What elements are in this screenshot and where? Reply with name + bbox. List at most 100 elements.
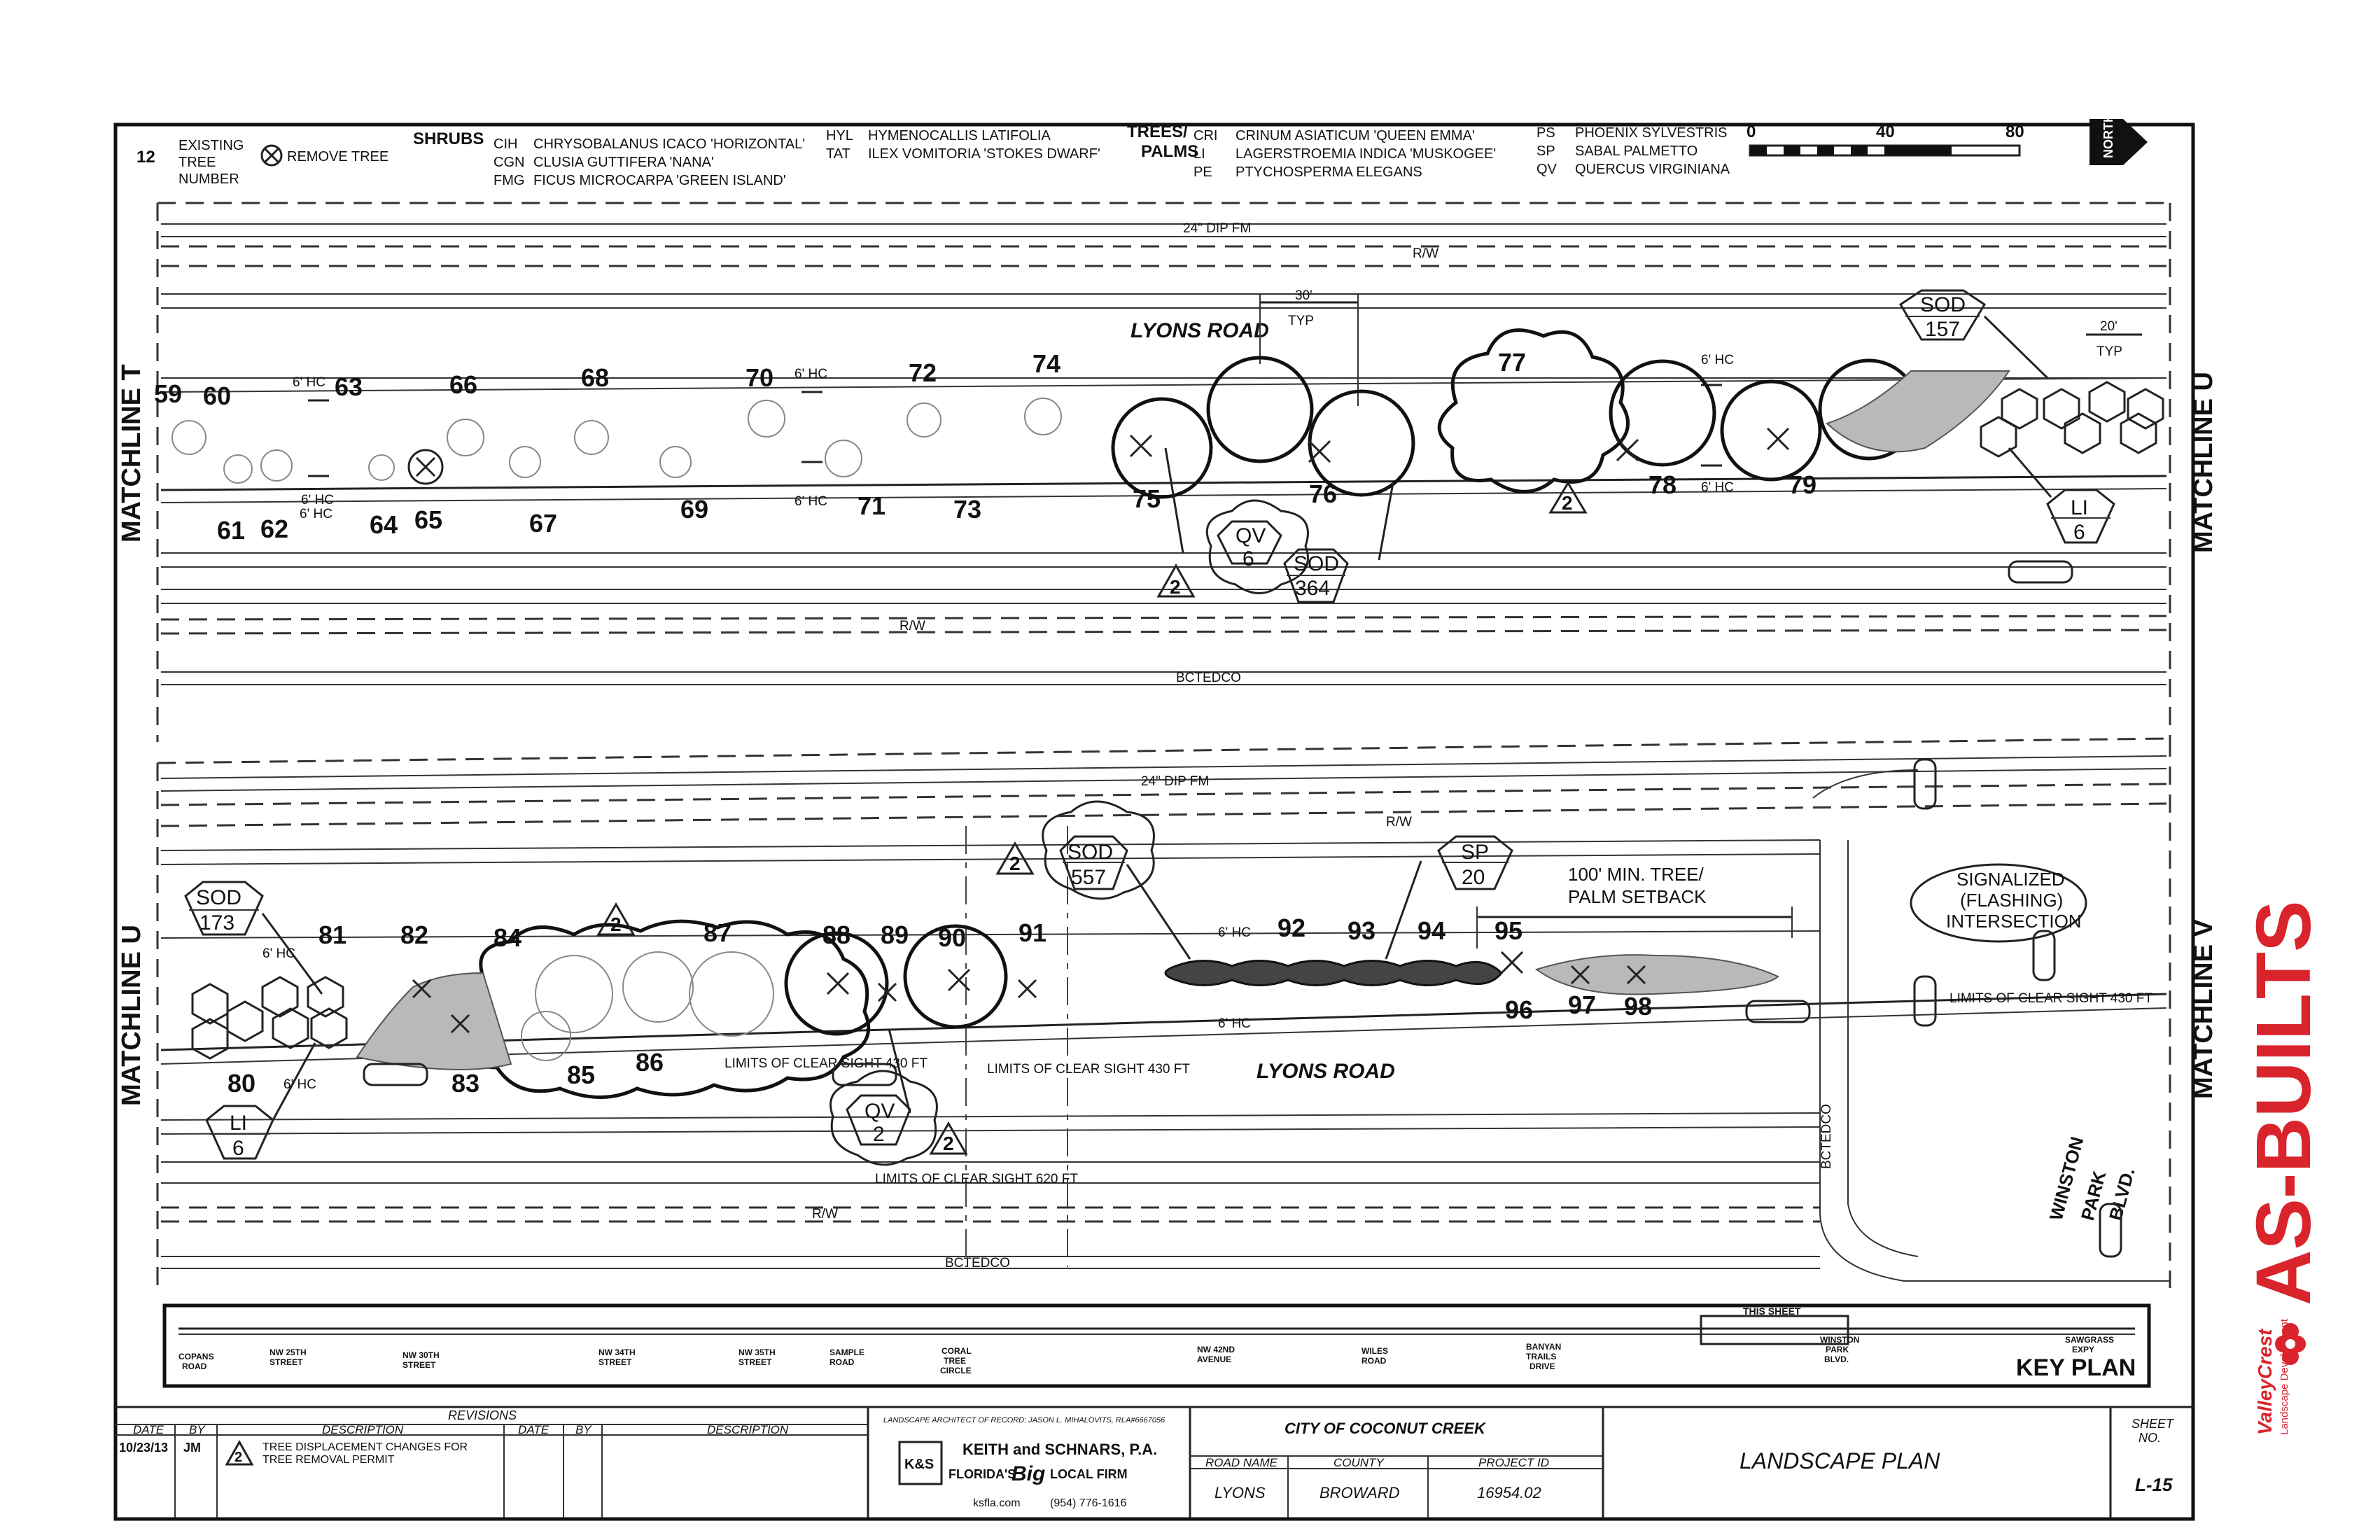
spacing-30-typ: TYP [1288, 314, 1314, 328]
top-row-label: R/W [1413, 246, 1438, 261]
key-plan-this-sheet-box [1700, 1315, 1849, 1345]
tree-number: 88 [822, 920, 850, 949]
tag-sod-364: SOD 364 [1283, 548, 1349, 603]
tag-li-6: LI 6 [2046, 489, 2115, 544]
setback-note-1: 100' MIN. TREE/ [1568, 864, 1704, 885]
li-palms-top [1980, 381, 2164, 458]
car-icon [1913, 975, 1937, 1027]
key-street: BLVD. [1824, 1354, 1849, 1364]
clear-sight-label: LIMITS OF CLEAR SIGHT 430 FT [987, 1062, 1190, 1077]
car-icon [2032, 930, 2056, 981]
revision-mark-label: 2 [1009, 853, 1021, 874]
hc-label: 6' HC [1701, 353, 1734, 368]
road-name: LYONS [1214, 1484, 1266, 1502]
shrub-name: ILEX VOMITORIA 'STOKES DWARF' [868, 146, 1100, 162]
tree-code: SP [1536, 144, 1555, 159]
key-street: ROAD [182, 1362, 207, 1371]
tag-code: SOD [1068, 841, 1113, 864]
existing-trees-top [172, 398, 1062, 484]
firm-web: ksfla.com [973, 1497, 1021, 1509]
key-street: STREET [738, 1357, 772, 1367]
tree-number: 94 [1418, 916, 1446, 945]
col-date-2: DATE [518, 1423, 550, 1436]
key-street: SAWGRASS [2065, 1335, 2114, 1345]
legend-remove-tree-label: REMOVE TREE [287, 149, 388, 164]
tree-number: 78 [1648, 470, 1676, 499]
title-block: REVISIONS DATE BY DESCRIPTION DATE BY DE… [115, 1406, 2193, 1518]
li-palms-bottom [191, 976, 348, 1060]
key-street: SAMPLE [830, 1348, 864, 1357]
key-street: ROAD [830, 1357, 855, 1367]
shrub-name: FICUS MICROCARPA 'GREEN ISLAND' [533, 173, 786, 188]
remove-tree-icon [407, 449, 444, 485]
tree-code: QV [1536, 162, 1558, 177]
tree-number: 71 [858, 491, 886, 520]
tree-number: 67 [529, 509, 557, 538]
legend-shrubs-heading: SHRUBS [413, 130, 484, 148]
remove-tree-icon [260, 144, 283, 167]
hc-label: 6' HC [301, 493, 334, 507]
col-by: BY [189, 1423, 206, 1436]
firm-slogan-big: Big [1011, 1462, 1045, 1485]
top-road-name: LYONS ROAD [1130, 319, 1269, 342]
key-street: BANYAN [1526, 1342, 1561, 1352]
project-label: PROJECT ID [1478, 1456, 1549, 1469]
col-by-2: BY [575, 1423, 592, 1436]
spacing-20-typ: TYP [2096, 344, 2122, 359]
tree-number: 64 [370, 510, 398, 539]
key-street: WILES [1362, 1346, 1388, 1356]
key-street: NW 42ND [1197, 1345, 1235, 1354]
hc-label: 6' HC [1701, 480, 1734, 495]
hc-label: 6' HC [1218, 1016, 1251, 1031]
key-street: AVENUE [1197, 1354, 1231, 1364]
firm-slogan-2: LOCAL FIRM [1050, 1467, 1128, 1481]
tree-number: 89 [881, 920, 909, 949]
tree-name: SABAL PALMETTO [1575, 144, 1698, 159]
bottom-row-label: R/W [1386, 815, 1412, 830]
sheet-label-2: NO. [2138, 1431, 2161, 1445]
car-icon [1913, 758, 1937, 810]
spacing-20: 20' [2100, 319, 2118, 334]
car-icon [363, 1063, 428, 1086]
tree-number: 70 [746, 363, 774, 392]
client-name: CITY OF COCONUT CREEK [1284, 1420, 1487, 1437]
tree-number: 77 [1498, 348, 1526, 377]
valleycrest-logo-icon [2275, 1323, 2306, 1365]
sod-bed-top [1826, 370, 2010, 453]
county-label: COUNTY [1334, 1456, 1385, 1469]
architect-line: LANDSCAPE ARCHITECT OF RECORD: JASON L. … [883, 1416, 1166, 1424]
tag-qty: 364 [1295, 577, 1330, 600]
shrub-code: CIH [493, 136, 517, 152]
key-street: TRAILS [1526, 1352, 1556, 1362]
tag-code: SOD [1920, 293, 1966, 316]
tree-number: 68 [581, 363, 609, 392]
tree-number: 91 [1018, 918, 1046, 947]
shrub-code: FMG [493, 173, 524, 188]
tree-number: 75 [1133, 484, 1161, 513]
legend-tree-number-label-3: NUMBER [178, 172, 239, 187]
revision-mark: 2 [1548, 481, 1588, 514]
cloud-shrub-mass [454, 919, 871, 1099]
revisions-heading: REVISIONS [448, 1408, 517, 1422]
revision-mark: 2 [596, 902, 636, 936]
bottom-matchline-left: MATCHLINE U [117, 925, 146, 1106]
revision-mark [225, 1439, 254, 1466]
spacing-30: 30' [1295, 288, 1312, 303]
key-street: TREE [944, 1356, 966, 1366]
firm-slogan-1: FLORIDA'S [948, 1467, 1016, 1481]
car-icon [1745, 1000, 1811, 1023]
tree-number: 79 [1788, 470, 1816, 499]
revision-mark: 2 [995, 841, 1035, 875]
shrub-code: TAT [826, 146, 850, 162]
tree-number: 97 [1568, 990, 1596, 1019]
tag-qty: 2 [873, 1123, 885, 1146]
sheet-label-1: SHEET [2132, 1417, 2175, 1431]
tree-number: 98 [1624, 992, 1652, 1021]
north-label: NORTH [2101, 113, 2115, 158]
rev-date: 10/23/13 [119, 1441, 168, 1455]
road-name-label: ROAD NAME [1205, 1456, 1278, 1469]
tree-number: 61 [217, 516, 245, 545]
tag-sod-157: SOD 157 [1898, 289, 1987, 341]
as-builts-text: AS-BUILTS [2241, 901, 2327, 1306]
